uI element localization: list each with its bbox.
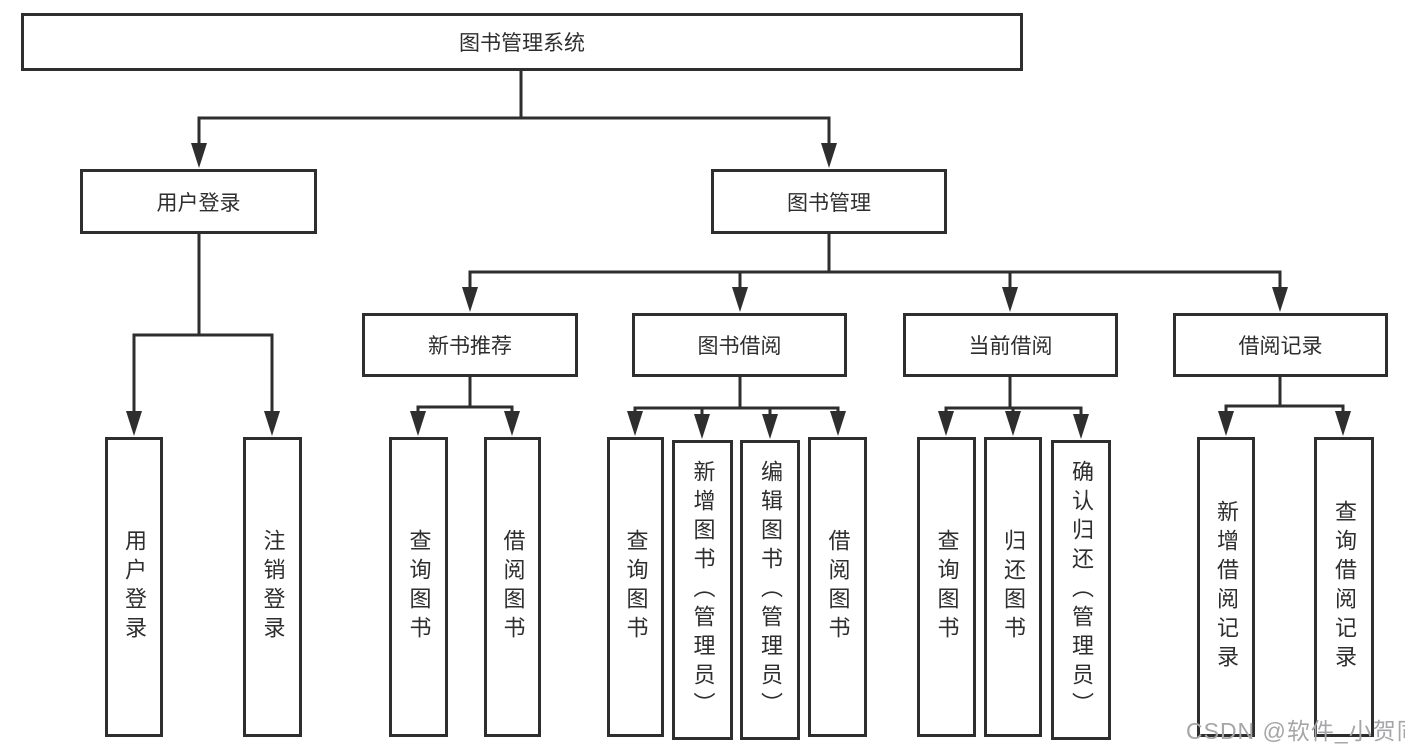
- leaf-query-books-recommend: 查询图书: [389, 437, 448, 737]
- node-new-book-recommend-label: 新书推荐: [428, 335, 512, 358]
- node-current-borrowing: 当前借阅: [903, 313, 1118, 377]
- leaf-query-books-current-label: 查询图书: [934, 529, 960, 645]
- leaf-edit-books-admin-label: 编辑图书（管理员）: [758, 459, 783, 721]
- leaf-query-books-recommend-label: 查询图书: [406, 529, 432, 645]
- leaf-logout: 注销登录: [243, 437, 302, 737]
- node-borrowing-records-label: 借阅记录: [1238, 335, 1323, 358]
- leaf-query-books-borrowing: 查询图书: [607, 437, 664, 737]
- leaf-borrow-books-borrowing-label: 借阅图书: [825, 529, 851, 645]
- leaf-add-borrow-record: 新增借阅记录: [1197, 437, 1255, 737]
- leaf-logout-label: 注销登录: [260, 529, 286, 645]
- leaf-query-borrow-record-label: 查询借阅记录: [1332, 500, 1357, 674]
- node-user-login-label: 用户登录: [156, 191, 241, 215]
- node-book-management-label: 图书管理: [787, 191, 871, 215]
- leaf-query-books-borrowing-label: 查询图书: [623, 529, 649, 645]
- leaf-confirm-return-admin-label: 确认归还（管理员）: [1069, 459, 1094, 721]
- leaf-add-books-admin: 新增图书（管理员）: [672, 440, 733, 740]
- leaf-user-login: 用户登录: [105, 437, 163, 737]
- node-book-borrowing: 图书借阅: [632, 313, 847, 377]
- leaf-edit-books-admin: 编辑图书（管理员）: [740, 440, 800, 740]
- leaf-confirm-return-admin: 确认归还（管理员）: [1051, 440, 1111, 740]
- node-library-management-system: 图书管理系统: [21, 13, 1023, 71]
- node-user-login: 用户登录: [80, 169, 317, 234]
- leaf-borrow-books-recommend-label: 借阅图书: [500, 529, 526, 645]
- leaf-return-books: 归还图书: [984, 437, 1042, 737]
- node-book-management: 图书管理: [711, 169, 947, 234]
- node-new-book-recommend: 新书推荐: [362, 313, 578, 377]
- node-book-borrowing-label: 图书借阅: [697, 335, 782, 358]
- leaf-query-borrow-record: 查询借阅记录: [1314, 437, 1374, 737]
- node-current-borrowing-label: 当前借阅: [968, 335, 1053, 358]
- node-library-management-system-label: 图书管理系统: [459, 32, 585, 55]
- leaf-query-books-current: 查询图书: [917, 437, 976, 737]
- leaf-borrow-books-borrowing: 借阅图书: [808, 437, 867, 737]
- leaf-user-login-label: 用户登录: [122, 529, 147, 645]
- leaf-add-books-admin-label: 新增图书（管理员）: [690, 459, 716, 721]
- leaf-add-borrow-record-label: 新增借阅记录: [1214, 500, 1239, 674]
- leaf-return-books-label: 归还图书: [1001, 529, 1026, 645]
- leaf-borrow-books-recommend: 借阅图书: [484, 437, 541, 737]
- watermark: CSDN @软件_小贺同学: [1186, 718, 1405, 744]
- node-borrowing-records: 借阅记录: [1173, 313, 1388, 377]
